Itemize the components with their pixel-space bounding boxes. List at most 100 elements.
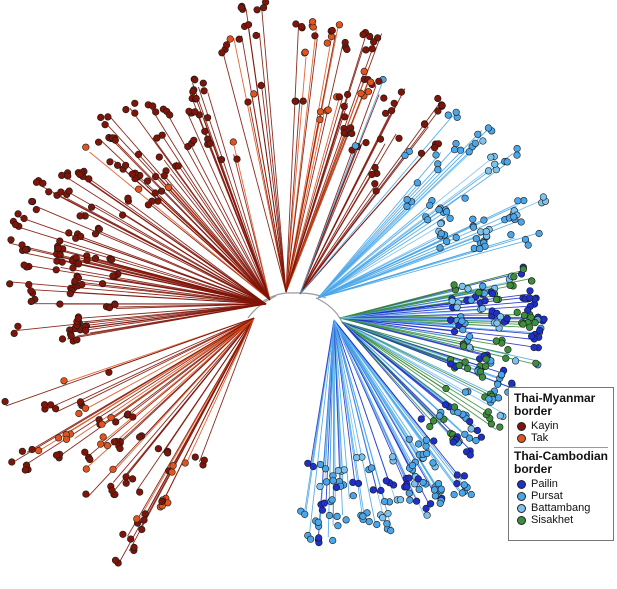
tip-tak [135, 185, 143, 193]
tip-battambang [423, 511, 431, 519]
tip-pursat [405, 489, 413, 497]
tip-pursat [459, 326, 467, 334]
legend-item-sisakhet: Sisakhet [514, 514, 608, 526]
branch-line [333, 319, 360, 462]
tip-kayin [370, 38, 378, 46]
tip-pailin [377, 486, 385, 495]
tip-kayin [25, 281, 33, 289]
tip-battambang [482, 227, 490, 236]
tip-tak [301, 48, 309, 56]
branch-line [82, 317, 255, 412]
tip-pursat [466, 332, 474, 341]
tip-sisakhet [496, 423, 504, 431]
tip-sisakhet [504, 346, 512, 354]
tip-kayin [155, 153, 163, 161]
tip-kayin [223, 41, 231, 49]
tip-kayin [151, 189, 159, 197]
tip-kayin [47, 401, 55, 409]
branch-line [333, 319, 431, 441]
branch-line [333, 319, 460, 492]
tip-kayin [341, 113, 349, 121]
tip-kayin [434, 94, 442, 103]
branch-line [341, 321, 506, 415]
branch-line [333, 319, 446, 502]
branch-line [35, 205, 267, 305]
tip-tak [133, 515, 141, 523]
tip-kayin [359, 30, 367, 39]
tip-kayin [160, 172, 168, 180]
branch-line [78, 174, 267, 305]
branch-line [339, 305, 457, 319]
tip-pailin [422, 504, 430, 513]
tip-pursat [403, 202, 411, 210]
tip-pursat [513, 151, 521, 159]
tip-kayin [18, 447, 27, 455]
legend-label-pailin: Pailin [531, 478, 558, 490]
tip-kayin [144, 201, 152, 209]
branch-line [299, 94, 380, 295]
tip-battambang [384, 509, 392, 518]
tip-kayin [417, 149, 426, 157]
legend-item-battambang: Battambang [514, 502, 608, 514]
branch-line [55, 317, 255, 413]
tip-sisakhet [492, 296, 501, 304]
branch-line [78, 281, 267, 305]
branch-line [317, 142, 482, 299]
tip-pailin [354, 479, 363, 488]
branch-line [77, 317, 255, 406]
tip-kayin [81, 448, 89, 456]
tip-kayin [164, 449, 172, 457]
tip-tak [54, 434, 63, 442]
tip-tak [103, 442, 112, 450]
tip-pursat [472, 235, 480, 243]
branch-line [62, 317, 255, 436]
tip-kayin [217, 156, 226, 164]
tip-kayin [335, 93, 343, 101]
branch-line [106, 317, 255, 423]
branch-line [317, 219, 509, 299]
tip-kayin [39, 179, 47, 187]
tip-pailin [525, 294, 534, 302]
tip-pailin [466, 451, 474, 459]
branch-line [317, 164, 505, 299]
tip-kayin [129, 475, 137, 483]
branch-line [317, 239, 452, 299]
tip-pailin [403, 483, 411, 491]
tip-battambang [453, 303, 461, 311]
tip-sisakhet [492, 337, 500, 345]
tip-kayin [201, 127, 209, 135]
tip-sisakhet [502, 354, 510, 362]
tip-pailin [405, 474, 413, 482]
tip-kayin [104, 113, 112, 121]
legend-label-kayin: Kayin [531, 420, 559, 432]
tip-pailin [453, 480, 461, 488]
tip-kayin [76, 212, 84, 220]
tip-kayin [292, 20, 300, 28]
tip-battambang [389, 453, 397, 461]
tip-kayin [83, 256, 91, 264]
tip-tak [60, 377, 68, 385]
tip-tak [107, 414, 115, 422]
tip-pailin [304, 459, 312, 467]
tip-pursat [503, 158, 511, 166]
branch-line [24, 317, 255, 466]
branch-line [285, 81, 370, 293]
tip-kayin [20, 261, 28, 269]
branch-line [317, 203, 432, 299]
branch-line [317, 223, 443, 299]
tip-pursat [329, 536, 337, 545]
tree-backbone [247, 292, 343, 323]
tip-pailin [447, 316, 455, 324]
tip-kayin [112, 418, 120, 426]
tip-pursat [437, 485, 445, 493]
branch-line [198, 317, 255, 463]
tip-kayin [111, 301, 119, 309]
tip-kayin [8, 458, 16, 466]
tip-kayin [7, 236, 15, 244]
tip-pursat [422, 436, 431, 444]
tip-kayin [237, 4, 245, 12]
tip-kayin [76, 170, 84, 179]
tip-kayin [95, 225, 103, 233]
tip-kayin [340, 102, 348, 110]
branch-line [13, 225, 267, 305]
